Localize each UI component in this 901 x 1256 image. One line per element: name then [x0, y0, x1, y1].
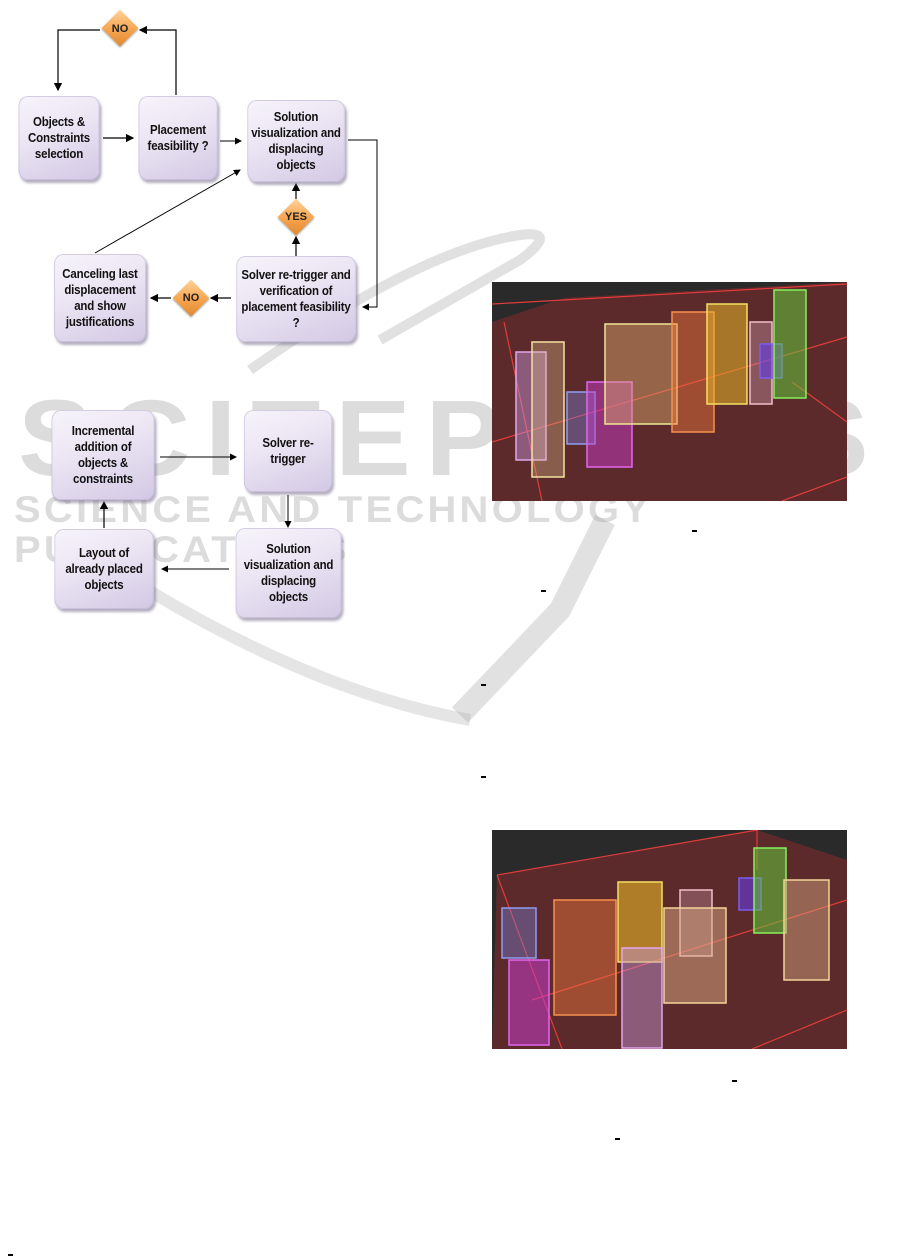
caption-mark	[481, 684, 486, 686]
caption-mark	[481, 776, 486, 778]
node-solver-retrigger: Solver re- trigger	[243, 410, 333, 492]
caption-mark	[541, 590, 546, 592]
node-label: Solver re- trigger	[262, 436, 314, 466]
node-layout-already-placed: Layout of already placed objects	[54, 529, 154, 609]
node-solution-visualization: Solution visualization and displacing ob…	[247, 100, 345, 182]
node-objects-constraints-selection: Objects & Constraints selection	[18, 96, 100, 180]
scene-image-before	[492, 282, 847, 501]
node-canceling-last-displacement: Canceling last displacement and show jus…	[54, 254, 146, 342]
scene2-render	[492, 830, 847, 1049]
node-label: Canceling last displacement and show jus…	[62, 267, 138, 329]
caption-mark	[732, 1080, 737, 1082]
node-solver-retrigger-verification: Solver re-trigger and verification of pl…	[236, 256, 356, 342]
decision-no-bottom-label: NO	[182, 292, 200, 304]
node-solution-visualization-2: Solution visualization and displacing ob…	[235, 528, 342, 618]
node-placement-feasibility: Placement feasibility ?	[138, 96, 218, 180]
node-label: Solver re-trigger and verification of pl…	[241, 268, 351, 330]
scene-image-after	[492, 830, 847, 1049]
node-label: Layout of already placed objects	[65, 546, 143, 592]
decision-no-top-label: NO	[111, 23, 129, 35]
scene1-render	[492, 282, 847, 501]
scene2-boxes	[501, 847, 830, 1049]
node-label: Solution visualization and displacing ob…	[251, 110, 341, 172]
node-label: Solution visualization and displacing ob…	[243, 542, 334, 604]
decision-yes-label: YES	[284, 211, 307, 223]
node-label: Objects & Constraints selection	[28, 115, 90, 161]
node-label: Incremental addition of objects & constr…	[71, 424, 135, 486]
scene1-boxes	[515, 289, 807, 478]
caption-mark	[8, 1254, 13, 1256]
caption-mark	[692, 530, 697, 532]
node-incremental-addition: Incremental addition of objects & constr…	[51, 410, 155, 500]
caption-mark	[615, 1138, 620, 1140]
node-label: Placement feasibility ?	[147, 123, 209, 153]
